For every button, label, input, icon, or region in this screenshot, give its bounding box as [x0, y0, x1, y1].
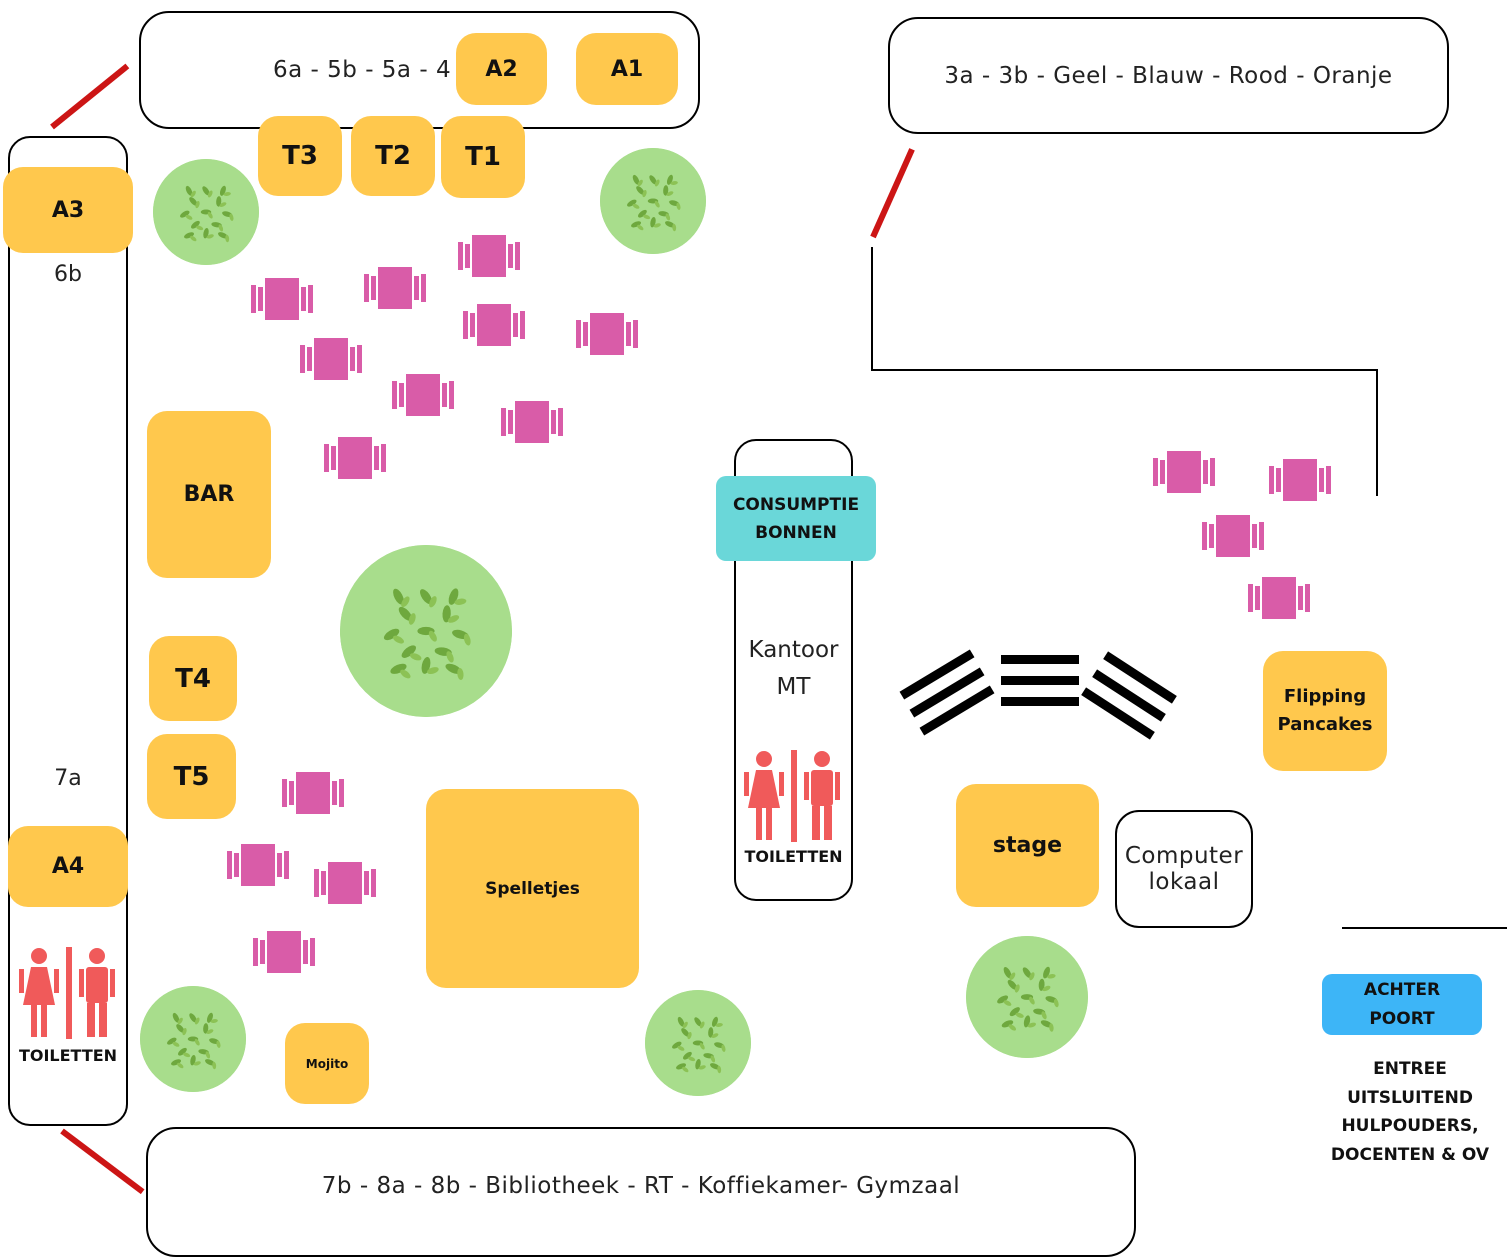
table-chairs-icon: [364, 265, 426, 311]
fence-vertical-left: [871, 247, 873, 371]
consumptie-line1: CONSUMPTIE: [732, 494, 860, 515]
table-chairs-icon: [324, 435, 386, 481]
pancakes-line1: Flipping: [1283, 686, 1367, 707]
stand-a3: A3: [3, 167, 133, 253]
office-line1: Kantoor: [748, 637, 839, 663]
tree-icon: [340, 545, 512, 717]
stand-stage: stage: [956, 784, 1099, 907]
consumptie-bonnen: CONSUMPTIE BONNEN: [716, 476, 876, 561]
entrance-line1: ENTREE: [1373, 1059, 1447, 1079]
table-chairs-icon: [1153, 449, 1215, 495]
table-chairs-icon: [392, 372, 454, 418]
room-top-right-label: 3a - 3b - Geel - Blauw - Rood - Oranje: [944, 62, 1393, 89]
room-top-right: 3a - 3b - Geel - Blauw - Rood - Oranje: [888, 17, 1449, 134]
table-chairs-icon: [501, 399, 563, 445]
seating-stripe: [1001, 676, 1079, 685]
seating-stripe: [1081, 687, 1155, 740]
door-top-left: [50, 63, 130, 130]
seating-stripe: [1103, 651, 1177, 704]
stand-a1: A1: [576, 33, 678, 105]
table-chairs-icon: [300, 336, 362, 382]
tree-icon: [153, 159, 259, 265]
stand-mojito: Mojito: [285, 1023, 369, 1104]
entrance-line3: HULPOUDERS,: [1341, 1116, 1479, 1136]
stand-t3: T3: [258, 116, 342, 196]
room-computer: Computer lokaal: [1115, 810, 1253, 928]
tree-icon: [140, 986, 246, 1092]
fence-gate-line: [1342, 927, 1507, 929]
stand-t5: T5: [147, 734, 236, 819]
stand-t2: T2: [351, 116, 435, 196]
computer-line2: lokaal: [1148, 869, 1220, 895]
table-chairs-icon: [227, 842, 289, 888]
consumptie-line2: BONNEN: [755, 522, 837, 543]
stand-pancakes: Flipping Pancakes: [1263, 651, 1387, 771]
stand-a4: A4: [8, 826, 128, 907]
fence-horizontal: [871, 369, 1378, 371]
table-chairs-icon: [253, 929, 315, 975]
table-chairs-icon: [1269, 457, 1331, 503]
entrance-line2: UITSLUITEND: [1347, 1087, 1473, 1108]
stand-a2: A2: [456, 33, 547, 105]
pancakes-line2: Pancakes: [1277, 714, 1373, 735]
room-bottom-label: 7b - 8a - 8b - Bibliotheek - RT - Koffie…: [321, 1173, 961, 1199]
label-7a: 7a: [54, 766, 82, 791]
toilet-center-label: TOILETTEN: [744, 847, 843, 866]
table-chairs-icon: [282, 770, 344, 816]
entrance-line4: DOCENTEN & OV: [1330, 1144, 1490, 1165]
office-line2: MT: [776, 674, 811, 700]
tree-icon: [966, 936, 1088, 1058]
tree-icon: [645, 990, 751, 1096]
table-chairs-icon: [251, 276, 313, 322]
fence-vertical-right: [1376, 369, 1378, 496]
tree-icon: [600, 148, 706, 254]
stand-bar: BAR: [147, 411, 271, 578]
seating-stripe: [1001, 655, 1079, 664]
door-bottom-left: [60, 1128, 145, 1195]
stand-t4: T4: [149, 636, 237, 721]
computer-line1: Computer: [1124, 843, 1244, 869]
entrance-note: ENTREE UITSLUITEND HULPOUDERS, DOCENTEN …: [1300, 1055, 1507, 1169]
toilet-icon: [17, 947, 119, 1039]
toilet-icon: [742, 750, 844, 842]
table-chairs-icon: [314, 860, 376, 906]
table-chairs-icon: [458, 233, 520, 279]
seating-stripe: [919, 685, 995, 736]
table-chairs-icon: [576, 311, 638, 357]
seating-stripe: [1001, 697, 1079, 706]
seating-stripe: [1092, 669, 1166, 722]
toilet-left-label: TOILETTEN: [18, 1046, 118, 1065]
gate-line2: POORT: [1369, 1008, 1435, 1029]
table-chairs-icon: [1248, 575, 1310, 621]
achter-poort: ACHTER POORT: [1322, 974, 1482, 1035]
stand-t1: T1: [441, 116, 525, 198]
table-chairs-icon: [463, 302, 525, 348]
room-top-left-label: 6a - 5b - 5a - 4: [273, 57, 452, 83]
table-chairs-icon: [1202, 513, 1264, 559]
label-6b: 6b: [54, 262, 82, 287]
door-top-right: [870, 148, 915, 239]
stand-spelletjes: Spelletjes: [426, 789, 639, 988]
gate-line1: ACHTER: [1363, 979, 1441, 1000]
